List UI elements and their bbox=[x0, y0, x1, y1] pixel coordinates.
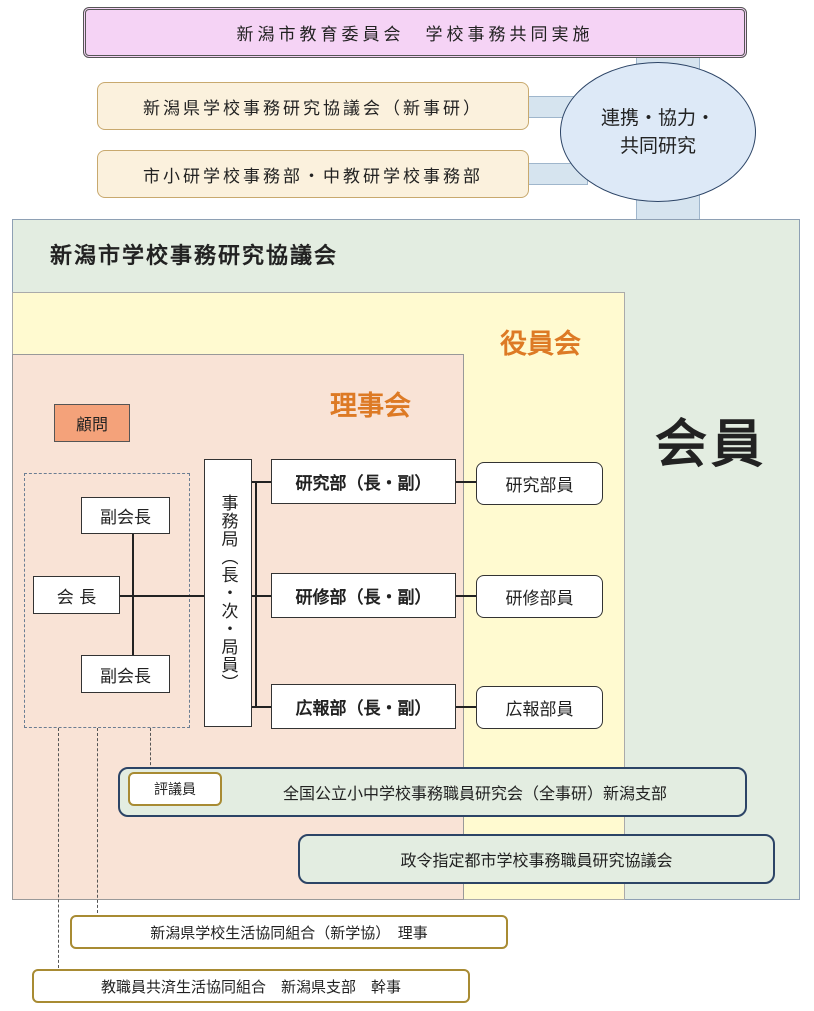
pr-branch-line bbox=[252, 706, 272, 708]
designated-cities-council-box: 政令指定都市学校事務職員研究協議会 bbox=[298, 834, 775, 884]
cooperation-line-1: 連携・協力・ bbox=[600, 107, 715, 129]
secretariat-box: 事務局（長・次・局員） bbox=[204, 459, 252, 727]
pr-dept-box: 広報部（長・副） bbox=[271, 684, 456, 729]
training-branch-line bbox=[252, 595, 272, 597]
mutual-aid-dashed-link bbox=[58, 728, 59, 973]
training-members-box: 研修部員 bbox=[476, 575, 603, 618]
cooperation-ellipse: 連携・協力・ 共同研究 bbox=[560, 62, 756, 202]
councilor-dashed-link bbox=[150, 728, 151, 770]
city-dept-box: 市小研学校事務部・中教研学校事務部 bbox=[97, 150, 529, 198]
officers-title: 役員会 bbox=[500, 329, 581, 360]
members-label: 会員 bbox=[655, 415, 768, 475]
research-member-line bbox=[455, 481, 477, 483]
advisor-box: 顧問 bbox=[54, 404, 130, 442]
training-member-line bbox=[455, 595, 477, 597]
leadership-group bbox=[24, 473, 190, 728]
president-box: 会 長 bbox=[33, 576, 120, 614]
national-association-box bbox=[118, 767, 747, 817]
board-title: 理事会 bbox=[330, 391, 411, 422]
association-title: 新潟市学校事務研究協議会 bbox=[50, 244, 339, 269]
president-secretariat-line bbox=[120, 595, 206, 597]
pr-members-box: 広報部員 bbox=[476, 686, 603, 729]
vice-president-line bbox=[132, 530, 134, 670]
vice-president-top-box: 副会長 bbox=[81, 497, 170, 534]
prefecture-council-box: 新潟県学校事務研究協議会（新事研） bbox=[97, 82, 529, 130]
school-coop-box: 新潟県学校生活協同組合（新学協） 理事 bbox=[70, 915, 508, 949]
research-members-box: 研究部員 bbox=[476, 462, 603, 505]
joint-operation-box: 新潟市教育委員会 学校事務共同実施 bbox=[83, 7, 747, 58]
councilor-badge: 評議員 bbox=[128, 772, 222, 806]
research-branch-line bbox=[252, 481, 272, 483]
research-dept-box: 研究部（長・副） bbox=[271, 459, 456, 504]
department-trunk-line bbox=[255, 481, 257, 707]
national-association-label: 全国公立小中学校事務職員研究会（全事研）新潟支部 bbox=[282, 784, 667, 803]
cooperation-line-2: 共同研究 bbox=[619, 135, 696, 157]
coop-dashed-link bbox=[97, 728, 98, 918]
pr-member-line bbox=[455, 706, 477, 708]
vice-president-bottom-box: 副会長 bbox=[81, 655, 170, 693]
training-dept-box: 研修部（長・副） bbox=[271, 573, 456, 618]
mutual-aid-box: 教職員共済生活協同組合 新潟県支部 幹事 bbox=[32, 969, 470, 1003]
